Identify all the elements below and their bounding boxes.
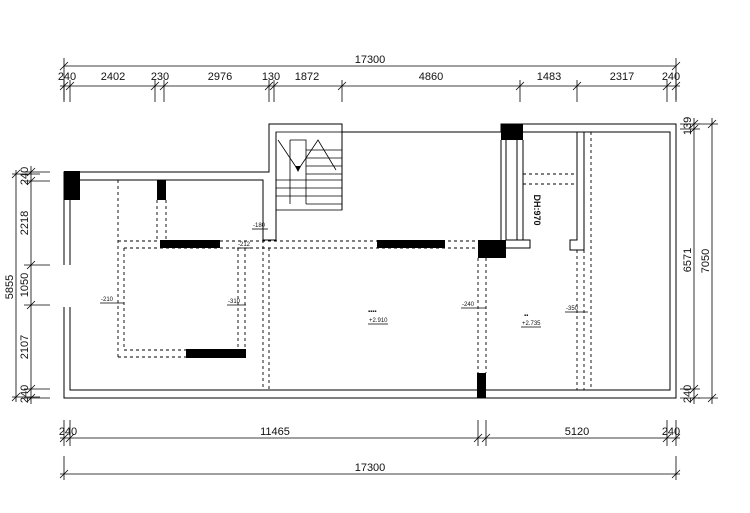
room-right-name: ▪▪: [524, 313, 528, 319]
beam-lines: [117, 132, 592, 390]
beam-label-180: -180: [253, 223, 266, 229]
dim-bottom-seg-4: 240: [662, 426, 680, 438]
dim-top-seg-7: 4860: [419, 71, 443, 83]
dim-top-seg-2: 2402: [101, 71, 125, 83]
column-bottom: [477, 373, 486, 398]
dim-bottom-seg-2: 11465: [260, 426, 290, 438]
beam-label-212: -212: [238, 242, 251, 248]
dim-left-seg-5: 240: [19, 385, 31, 403]
wall-segment-2: [377, 240, 445, 248]
dim-left-seg-2: 2218: [19, 211, 31, 235]
dim-top-seg-4: 2976: [208, 71, 232, 83]
left-dimension-segments: 240 2218 1050 2107 240: [19, 166, 50, 404]
beam-label-210: -210: [101, 297, 114, 303]
dim-right-seg-2: 6571: [682, 248, 694, 272]
column-top-right: [501, 124, 523, 140]
dim-left-seg-3: 1050: [19, 273, 31, 297]
room-right-level: +2.735: [522, 321, 541, 327]
dim-left-seg-4: 2107: [19, 335, 31, 359]
room-main-name: ▪▪▪▪: [368, 309, 377, 315]
dim-top-seg-5: 130: [262, 71, 280, 83]
beam-label-310: -310: [228, 299, 241, 305]
dim-top-overall: 17300: [355, 54, 386, 66]
staircase: [275, 131, 343, 211]
wall-segment-3: [186, 349, 246, 358]
dim-top-seg-8: 1483: [537, 71, 561, 83]
column-top-mid: [157, 180, 166, 200]
dim-left-overall: 5855: [4, 275, 16, 299]
dim-top-seg-1: 240: [58, 71, 76, 83]
dim-right-seg-3: 240: [682, 385, 694, 403]
beam-annotations: -180 -212 -210 -310 -240 -350 DH:970: [100, 194, 588, 313]
dim-left-seg-1: 240: [19, 167, 31, 185]
bottom-dimension-overall: 17300: [59, 456, 681, 480]
dim-bottom-seg-3: 5120: [565, 426, 589, 438]
bottom-dimension-segments: 240 11465 5120 240: [59, 420, 681, 446]
left-dimension-overall: 5855: [4, 169, 40, 402]
beam-label-240: -240: [462, 302, 475, 308]
top-dimension-overall: 17300: [59, 54, 681, 100]
dim-top-seg-6: 1872: [295, 71, 319, 83]
dim-top-seg-9: 2317: [610, 71, 634, 83]
dim-bottom-overall: 17300: [355, 462, 386, 474]
room-main-level: +2.910: [369, 318, 388, 324]
structural-columns: [64, 124, 523, 398]
dim-top-seg-3: 230: [151, 71, 169, 83]
top-dimension-segments: 240 2402 230 2976 130 1872 4860 1483 231…: [58, 71, 681, 102]
dim-right-seg-1: 139: [682, 117, 694, 135]
dim-bottom-seg-1: 240: [59, 426, 77, 438]
beam-label-350: -350: [566, 306, 579, 312]
room-labels: ▪▪▪▪ +2.910 ▪▪ +2.735: [368, 309, 541, 328]
column-center: [478, 240, 506, 258]
dim-right-overall: 7050: [700, 249, 712, 273]
door-height-label: DH:970: [532, 194, 542, 225]
wall-segment-1: [160, 240, 220, 248]
right-dimension-overall: 7050: [698, 118, 718, 404]
dim-top-seg-10: 240: [662, 71, 680, 83]
right-dimension-segments: 139 6571 240: [680, 117, 700, 404]
column-top-left: [64, 171, 80, 200]
